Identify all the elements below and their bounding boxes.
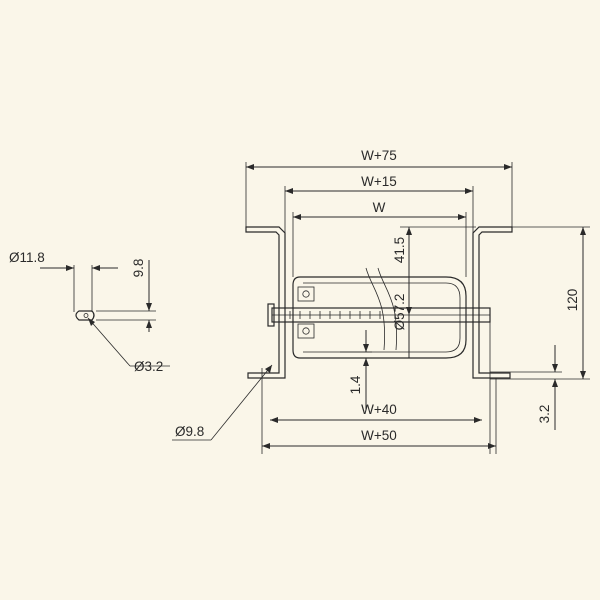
dim-w40: W+40 <box>261 322 491 454</box>
left-bracket <box>245 226 286 379</box>
label-w50: W+50 <box>361 428 397 443</box>
dim-w: W <box>292 200 467 277</box>
label-d57-2: Ø57.2 <box>392 294 407 331</box>
right-bracket <box>472 226 513 379</box>
dim-120: 120 <box>512 226 590 380</box>
dim-1-4: 1.4 <box>340 330 372 410</box>
roller-assembly <box>245 226 514 380</box>
dim-d9-8: Ø9.8 <box>172 364 273 441</box>
label-1-4: 1.4 <box>348 375 363 394</box>
label-3-2: 3.2 <box>537 405 552 424</box>
label-w75: W+75 <box>361 148 397 163</box>
bearing-bottom <box>297 323 315 339</box>
label-w: W <box>373 200 386 215</box>
label-120: 120 <box>565 289 580 312</box>
label-d3-2: Ø3.2 <box>134 359 163 374</box>
axle-head <box>267 303 275 327</box>
label-9-8: 9.8 <box>131 259 146 278</box>
shaft-end-shape <box>75 310 95 321</box>
dim-w15: W+15 <box>284 174 474 235</box>
label-d11-8: Ø11.8 <box>9 250 45 265</box>
label-41-5: 41.5 <box>392 237 407 263</box>
shaft-end-detail: Ø11.8 9.8 Ø3.2 <box>9 250 170 374</box>
dim-d57-2: Ø57.2 <box>392 277 410 358</box>
label-w15: W+15 <box>361 174 397 189</box>
dim-w50: W+50 <box>262 378 497 454</box>
label-d9-8: Ø9.8 <box>175 424 204 439</box>
label-w40: W+40 <box>361 402 397 417</box>
dim-w75: W+75 <box>245 148 513 227</box>
dim-41-5: 41.5 <box>392 226 476 315</box>
dim-3-2: 3.2 <box>514 345 562 430</box>
bearing-top <box>297 286 315 302</box>
roller-tube <box>292 276 467 359</box>
